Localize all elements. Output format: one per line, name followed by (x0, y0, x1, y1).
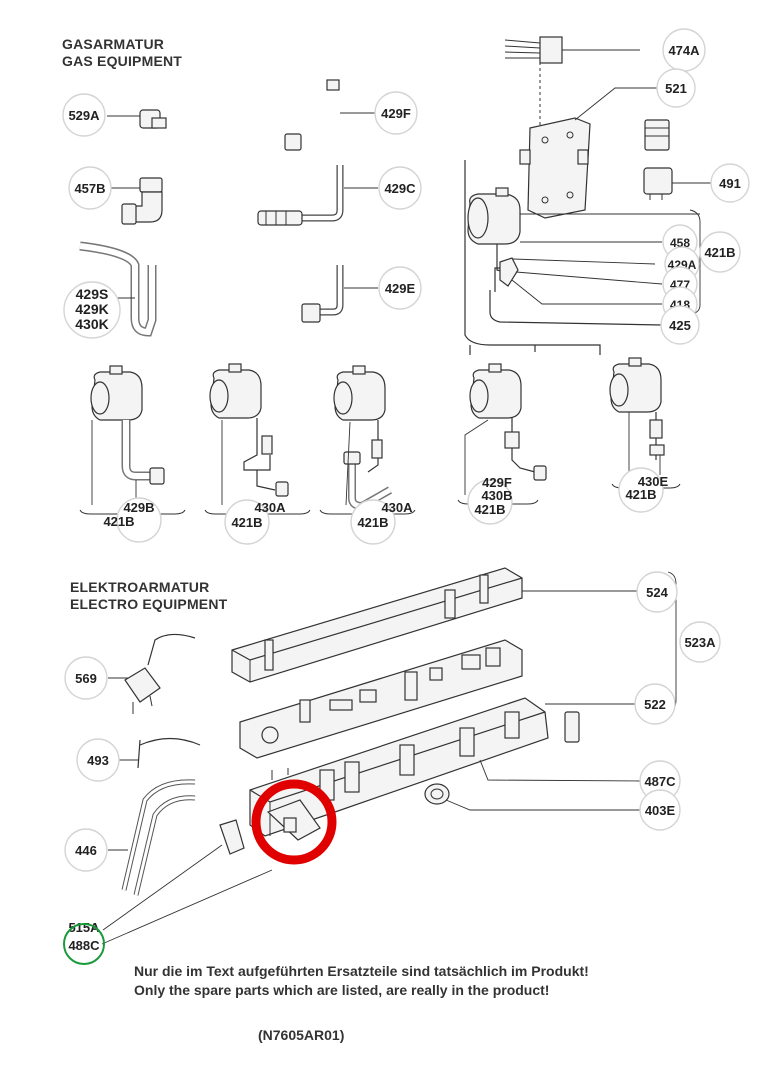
label-487C: 487C (644, 774, 676, 789)
part-515A-clip (102, 819, 245, 931)
label-429F: 429F (381, 106, 411, 121)
note-en: Only the spare parts which are listed, a… (134, 982, 550, 998)
label-v4-429F: 429F (482, 475, 512, 490)
part-429S-hose (79, 241, 157, 337)
label-v2-430A: 430A (254, 500, 286, 515)
part-429E-pipe (301, 265, 378, 323)
label-circles: 529A 429F 457B 429C 429S 429K 430K 429E … (62, 28, 750, 965)
electro-section-title: ELEKTROARMATUR ELECTRO EQUIPMENT (70, 579, 227, 613)
part-457B-elbow (110, 177, 163, 225)
label-v3-430A: 430A (381, 500, 413, 515)
label-v3-421B: 421B (357, 515, 388, 530)
part-446-tubes (108, 779, 196, 896)
label-v5-421B: 421B (625, 487, 656, 502)
label-421B-top: 421B (704, 245, 735, 260)
part-488C-holder (101, 799, 321, 945)
label-529A: 529A (68, 108, 100, 123)
highlight-ring-red (251, 779, 337, 865)
gas-title-de: GASARMATUR (62, 36, 165, 52)
label-429E: 429E (385, 281, 416, 296)
part-493-wire (118, 737, 201, 769)
label-521: 521 (665, 81, 687, 96)
electro-title-en: ELECTRO EQUIPMENT (70, 596, 228, 612)
label-474A: 474A (668, 43, 700, 58)
label-491: 491 (719, 176, 741, 191)
valve-variant-5 (609, 357, 681, 489)
label-v5-430E: 430E (638, 474, 669, 489)
part-429C-pipe (257, 165, 378, 226)
label-429S: 429S (76, 286, 109, 302)
highlight-ring-green (63, 923, 105, 965)
label-v1-429B: 429B (123, 500, 154, 515)
label-v4-421B: 421B (474, 502, 505, 517)
label-429K: 429K (75, 301, 108, 317)
label-403E: 403E (645, 803, 676, 818)
label-458: 458 (670, 236, 690, 250)
gas-section-title: GASARMATUR GAS EQUIPMENT (62, 36, 182, 70)
note-de: Nur die im Text aufgeführten Ersatzteile… (134, 963, 589, 979)
part-529A-valve (107, 109, 167, 129)
valve-variant-1 (79, 365, 186, 515)
label-v4-430B: 430B (481, 488, 512, 503)
label-v2-421B: 421B (231, 515, 262, 530)
label-425: 425 (669, 318, 691, 333)
label-457B: 457B (74, 181, 105, 196)
label-429C: 429C (384, 181, 416, 196)
part-429F-pipe (284, 79, 375, 151)
gas-title-en: GAS EQUIPMENT (62, 53, 183, 69)
label-569: 569 (75, 671, 97, 686)
valve-variant-4 (457, 363, 547, 505)
circuit-board (239, 639, 523, 759)
label-446: 446 (75, 843, 97, 858)
top-right-assembly (464, 36, 712, 355)
label-522: 522 (644, 697, 666, 712)
label-523A: 523A (684, 635, 716, 650)
valve-variant-3 (319, 365, 416, 515)
label-488C: 488C (68, 938, 100, 953)
label-v1-421B: 421B (103, 514, 134, 529)
part-569-plug (108, 633, 196, 714)
part-524-cover (231, 567, 640, 683)
label-430K: 430K (75, 316, 108, 332)
label-524: 524 (646, 585, 668, 600)
label-493: 493 (87, 753, 109, 768)
electro-title-de: ELEKTROARMATUR (70, 579, 210, 595)
drawing-code: (N7605AR01) (258, 1027, 345, 1043)
valve-variant-2 (204, 363, 311, 515)
label-515A: 515A (68, 920, 100, 935)
